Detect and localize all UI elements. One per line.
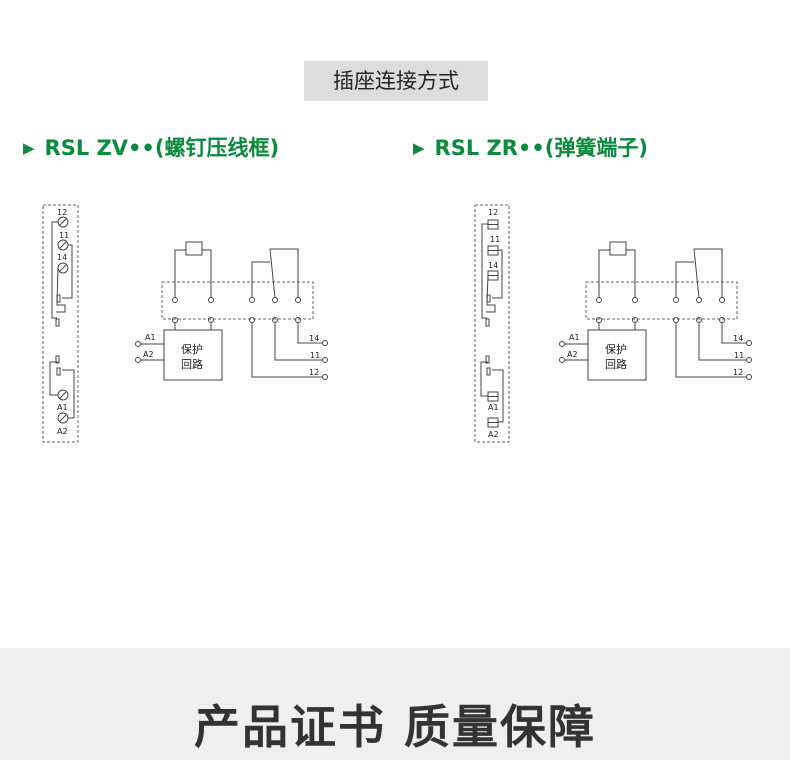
terminal-label: 12 bbox=[488, 208, 498, 217]
terminal-label: 11 bbox=[59, 231, 69, 240]
terminal-label: A1 bbox=[488, 403, 499, 412]
triangle-bullet-icon: ▶ bbox=[23, 139, 35, 157]
output-label: 12 bbox=[733, 368, 743, 377]
heading-screw-terminal: ▶ RSL ZV••(螺钉压线框) bbox=[23, 132, 279, 164]
terminal-label: 12 bbox=[57, 208, 67, 217]
terminal-label: 14 bbox=[57, 253, 67, 262]
input-label: A2 bbox=[567, 350, 578, 359]
heading-left-text: RSL ZV••(螺钉压线框) bbox=[44, 136, 280, 160]
protection-box-label: 保护 bbox=[605, 342, 627, 356]
terminal-label: A2 bbox=[57, 427, 68, 436]
footer-title: 产品证书 质量保障 bbox=[193, 700, 596, 754]
output-label: 12 bbox=[309, 368, 319, 377]
terminal-label: A2 bbox=[488, 430, 499, 439]
input-label: A2 bbox=[143, 350, 154, 359]
protection-box-label: 回路 bbox=[181, 358, 203, 371]
heading-right-text: RSL ZR••(弹簧端子) bbox=[434, 136, 648, 160]
terminal-label: 11 bbox=[490, 235, 500, 244]
terminal-label: 14 bbox=[488, 261, 498, 270]
output-label: 11 bbox=[310, 351, 320, 360]
output-label: 14 bbox=[733, 334, 743, 343]
output-label: 14 bbox=[309, 334, 319, 343]
protection-box-label: 回路 bbox=[605, 358, 627, 371]
footer-band bbox=[0, 648, 790, 760]
section-title: 插座连接方式 bbox=[304, 61, 488, 101]
triangle-bullet-icon: ▶ bbox=[413, 139, 425, 157]
input-label: A1 bbox=[145, 333, 156, 342]
output-label: 11 bbox=[734, 351, 744, 360]
input-label: A1 bbox=[569, 333, 580, 342]
heading-spring-terminal: ▶ RSL ZR••(弹簧端子) bbox=[413, 132, 648, 164]
protection-box-label: 保护 bbox=[181, 342, 203, 356]
terminal-label: A1 bbox=[57, 403, 68, 412]
